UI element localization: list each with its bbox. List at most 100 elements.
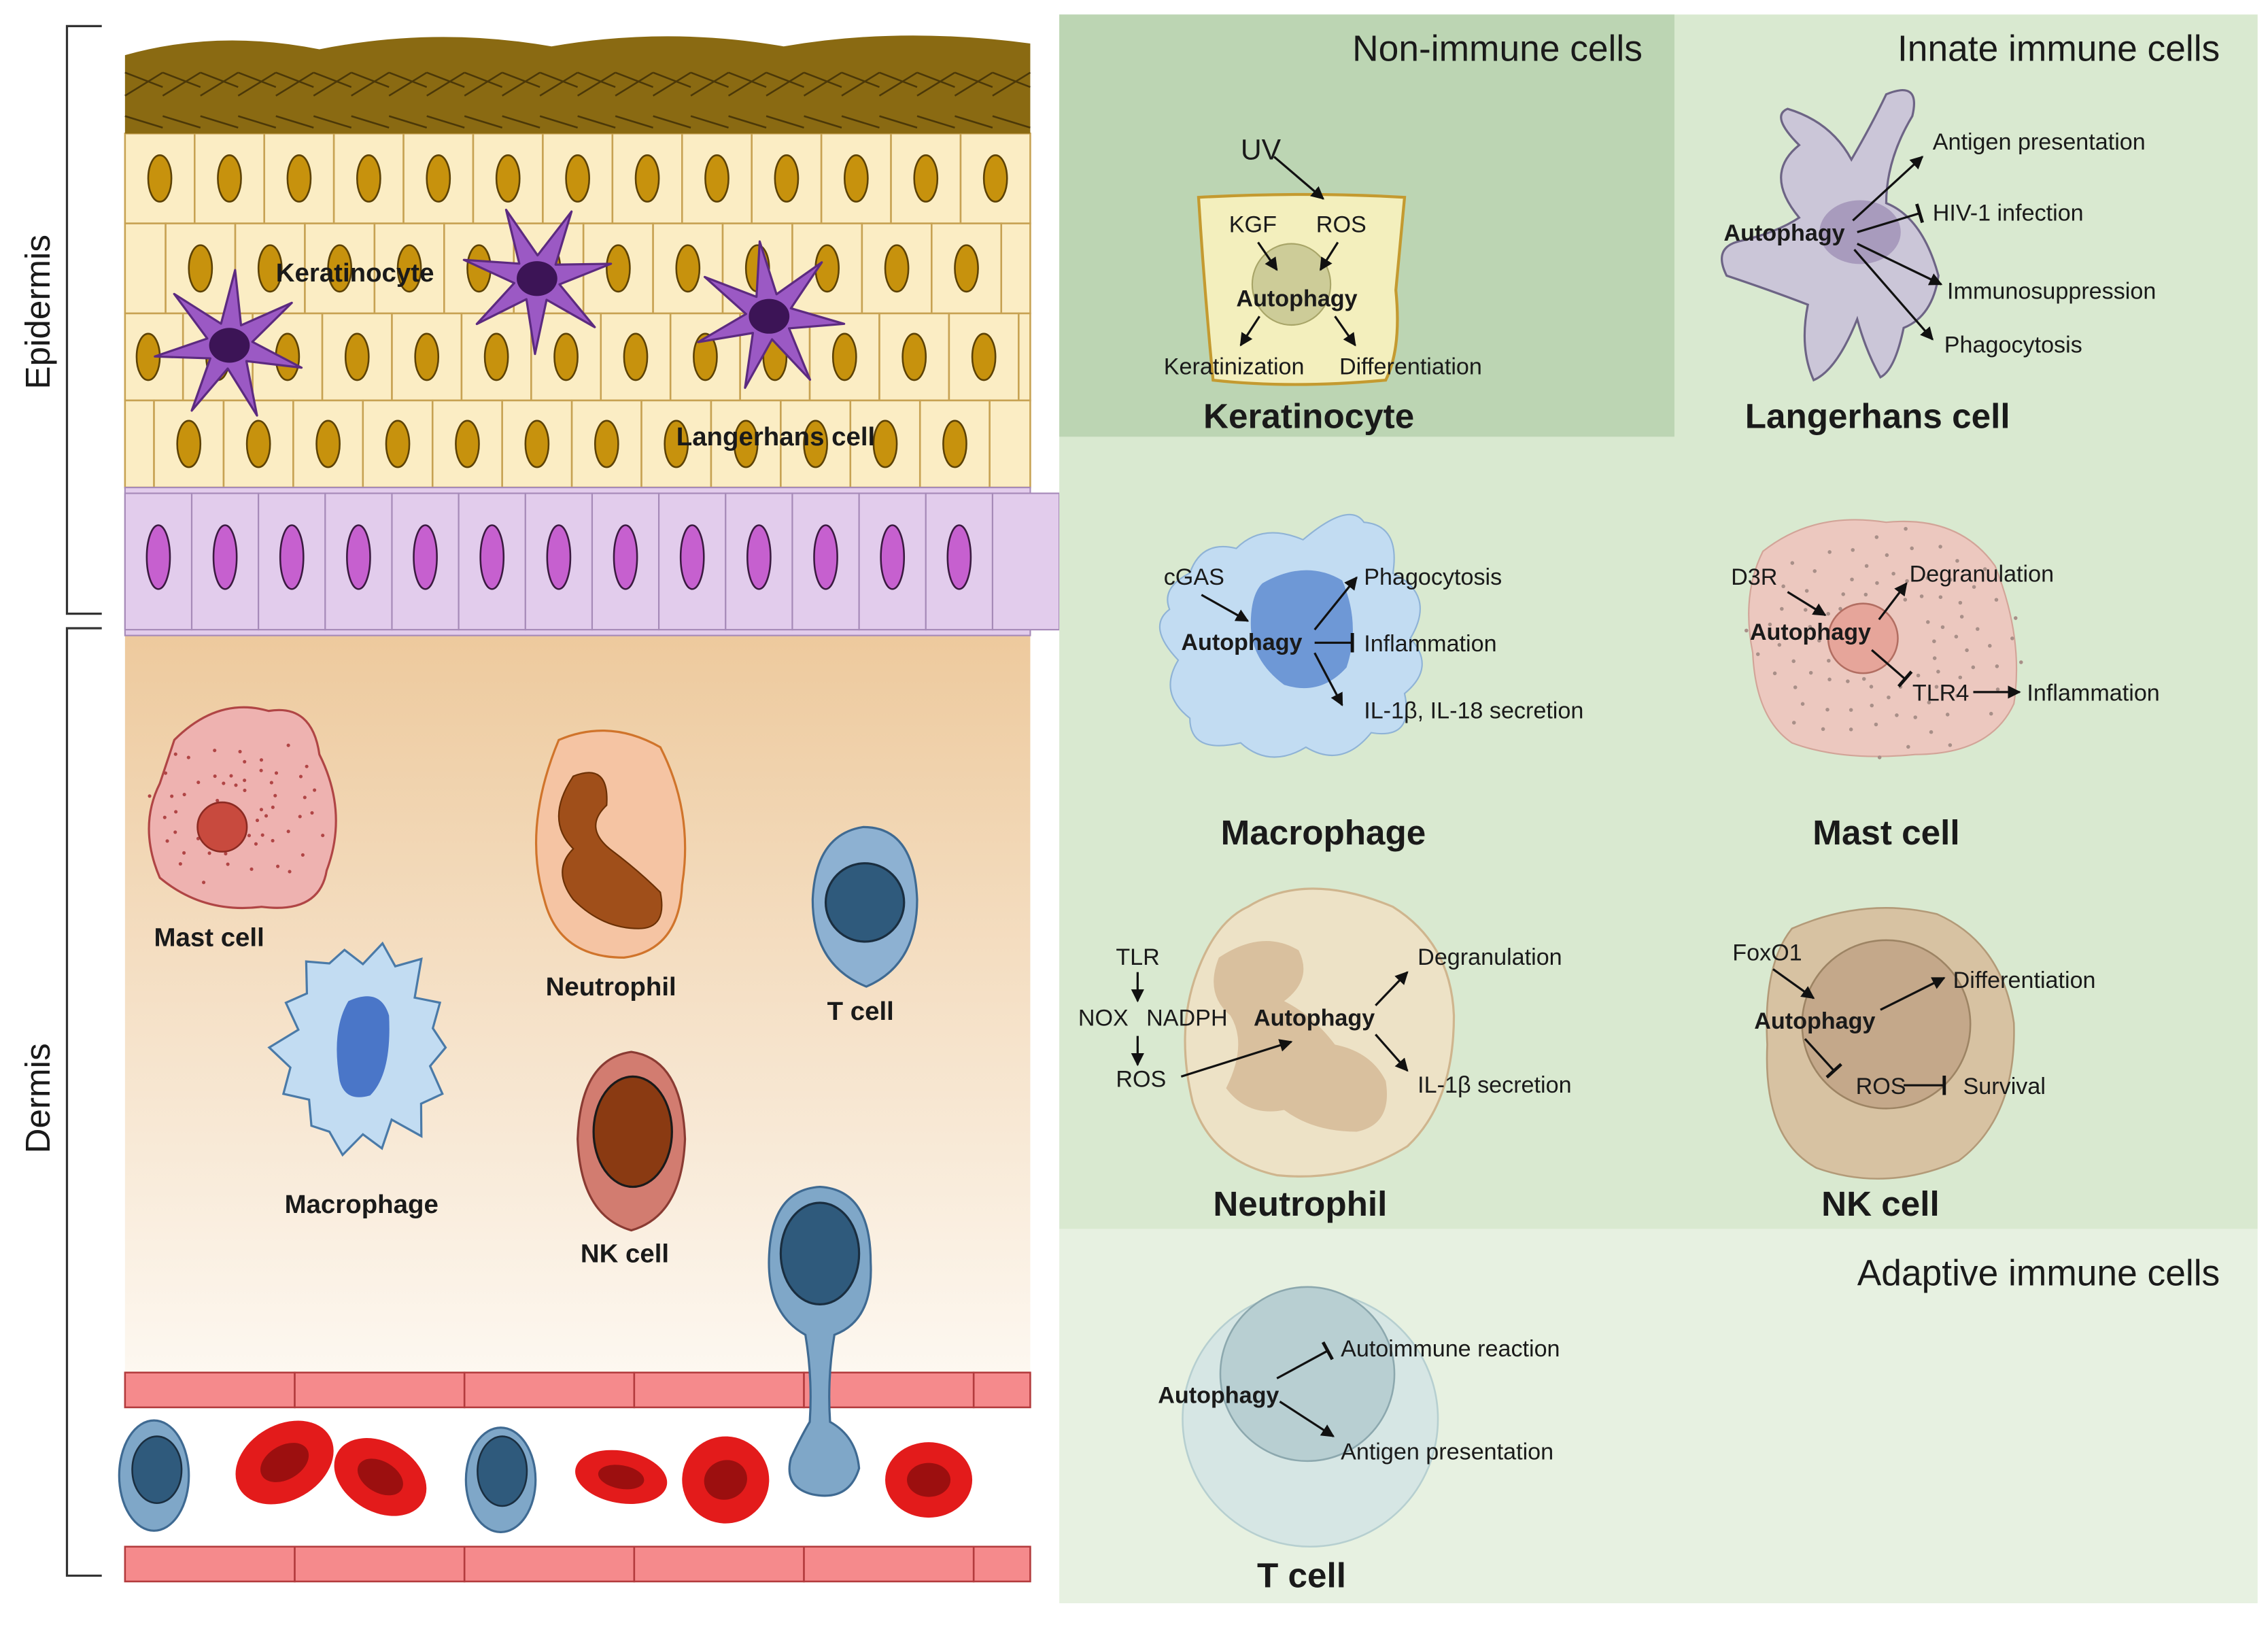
dermis-label: Dermis	[18, 1043, 57, 1153]
vessel-wall	[294, 1371, 466, 1409]
granule	[1827, 550, 1832, 554]
keratinocyte-nucleus	[414, 332, 440, 381]
keratinocyte-nucleus	[565, 154, 590, 203]
granule	[1887, 695, 1891, 700]
granule	[213, 774, 217, 779]
keratinocyte-nucleus	[831, 332, 857, 381]
granule	[196, 781, 201, 785]
granule	[216, 798, 220, 803]
label-keratinocyte: Keratinocyte	[276, 258, 434, 288]
nk-title: NK cell	[1821, 1184, 1940, 1223]
basal-nucleus	[479, 524, 505, 590]
granule	[1934, 685, 1939, 689]
granule	[321, 834, 325, 838]
neutrophil-illustration	[534, 730, 687, 959]
basal-nucleus	[880, 524, 906, 590]
keratinocyte-nucleus	[693, 332, 718, 381]
granule	[254, 842, 258, 846]
tc-title: T cell	[1257, 1556, 1346, 1595]
granule	[259, 808, 264, 812]
basal-cell	[991, 492, 1061, 631]
tc-autoimmune: Autoimmune reaction	[1341, 1336, 1560, 1362]
granule	[1945, 713, 1950, 717]
corneum-line	[237, 71, 277, 129]
nk-diff: Differentiation	[1953, 968, 2096, 993]
granule	[1938, 545, 1942, 549]
langerhans-nucleus	[209, 328, 250, 363]
granule	[1821, 727, 1825, 732]
corneum-line	[916, 71, 956, 129]
granule	[1849, 728, 1853, 732]
nk-cell-illustration	[577, 1050, 687, 1232]
corneum-line	[727, 71, 767, 129]
corneum-line	[426, 71, 465, 129]
granule	[148, 794, 152, 798]
granule	[298, 815, 302, 819]
skin-illustration: Keratinocyte Langerhans cell Mast cell N…	[18, 24, 1061, 1583]
nk-autophagy: Autophagy	[1754, 1008, 1875, 1034]
keratinocyte-nucleus	[257, 244, 283, 293]
corneum-line	[803, 71, 842, 129]
granule	[163, 771, 168, 775]
granule	[1826, 611, 1830, 616]
basal-nucleus	[279, 524, 305, 590]
corneum-line	[690, 71, 729, 129]
granule	[310, 810, 314, 815]
granule	[1793, 685, 1798, 689]
keratinocyte-nucleus	[188, 244, 213, 293]
basal-nucleus	[679, 524, 705, 590]
neu-tlr: TLR	[1116, 944, 1159, 970]
keratinocyte-nucleus	[664, 420, 689, 468]
granule	[229, 774, 233, 778]
kc-keratinization: Keratinization	[1164, 354, 1305, 380]
granule	[1827, 677, 1832, 682]
keratinocyte-nucleus	[217, 154, 242, 203]
granule	[1955, 694, 1959, 698]
keratinocyte-nucleus	[954, 244, 979, 293]
granule	[1781, 584, 1785, 589]
corneum-line	[878, 71, 918, 129]
mac-inflammation: Inflammation	[1364, 631, 1496, 657]
granule	[243, 788, 247, 792]
granule	[1919, 594, 1924, 598]
corneum-line	[275, 71, 314, 129]
corneum-line	[539, 71, 579, 129]
label-macrophage: Macrophage	[285, 1190, 439, 1219]
keratinocyte-nucleus	[982, 154, 1008, 203]
basal-nucleus	[346, 524, 371, 590]
langerhans-panel: Autophagy Antigen presentation HIV-1 inf…	[1721, 89, 2156, 436]
granule	[1869, 685, 1874, 689]
granule	[1870, 703, 1874, 708]
vessel-wall	[803, 1545, 975, 1583]
neutrophil-panel: TLR NOX NADPH ROS Autophagy Degranulatio…	[1078, 887, 1572, 1223]
mast-panel: D3R Autophagy Degranulation TLR4 Inflamm…	[1731, 519, 2160, 852]
keratinocyte	[124, 222, 167, 315]
keratinocyte-nucleus	[774, 154, 800, 203]
basal-nucleus	[746, 524, 772, 590]
granule	[1841, 592, 1846, 596]
granule	[238, 749, 242, 754]
mast-cell-illustration	[148, 706, 337, 910]
granule	[1955, 559, 1959, 563]
granule	[1803, 608, 1808, 612]
mac-autophagy: Autophagy	[1181, 630, 1302, 655]
granule	[250, 867, 254, 871]
granule	[1927, 700, 1931, 704]
corneum-line	[200, 71, 239, 129]
granule	[288, 870, 292, 874]
keratinocyte	[1000, 222, 1031, 315]
granule	[1971, 665, 1976, 670]
kc-differentiation: Differentiation	[1339, 354, 1482, 380]
corneum-line	[313, 71, 352, 129]
section-non-immune: Non-immune cells	[1352, 29, 1643, 69]
granule	[202, 880, 206, 885]
granule	[1903, 598, 1908, 602]
granule	[260, 833, 264, 837]
granule	[313, 788, 317, 792]
keratinocyte-nucleus	[814, 244, 840, 293]
keratinocyte	[1018, 312, 1031, 402]
keratinocyte-nucleus	[147, 154, 173, 203]
granule	[173, 752, 177, 756]
granule	[300, 853, 305, 857]
neu-ros: ROS	[1116, 1066, 1166, 1092]
